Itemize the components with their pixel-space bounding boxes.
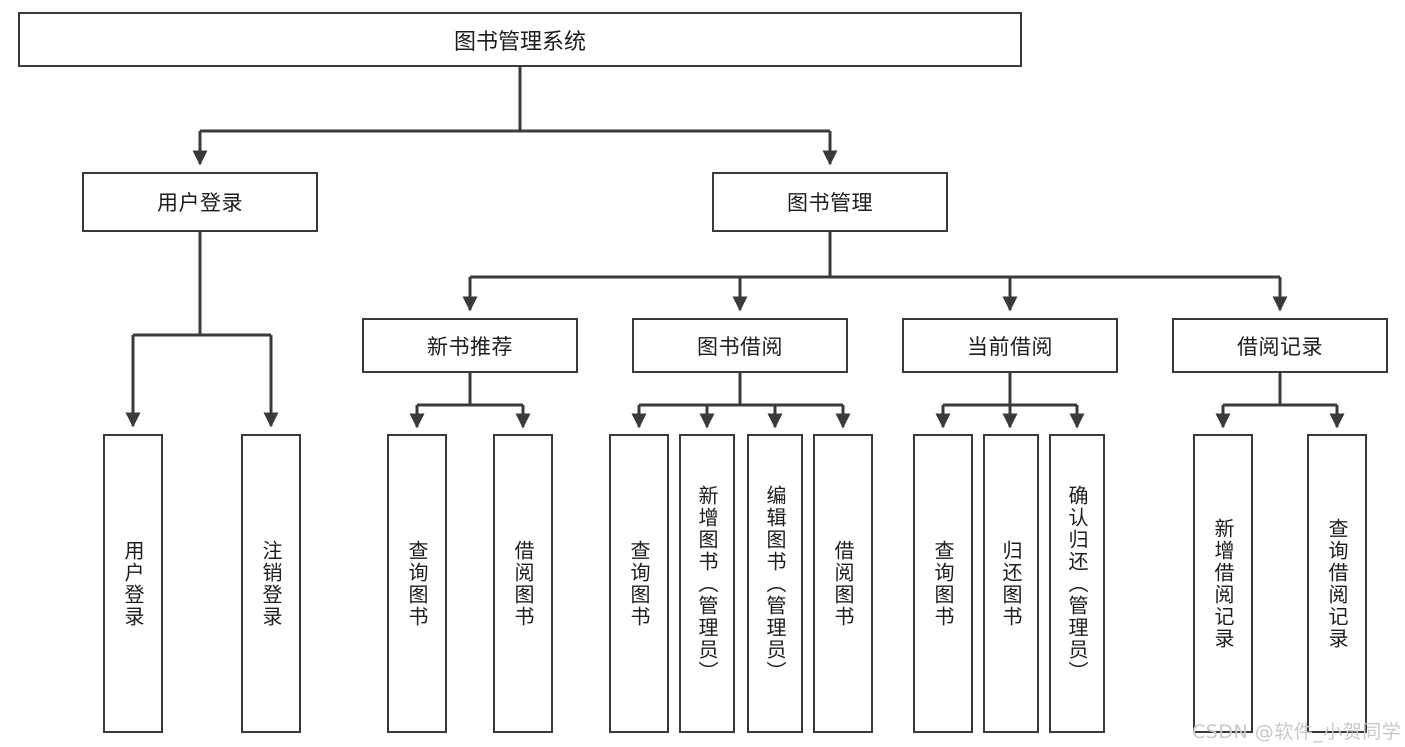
leaf-new-book-borrow-book[interactable]: 借阅图书 <box>493 434 553 733</box>
node-book-management[interactable]: 图书管理 <box>712 172 948 232</box>
node-label: 新增图书（管理员） <box>695 484 719 683</box>
node-label: 当前借阅 <box>967 334 1053 359</box>
leaf-user-login-login[interactable]: 用户登录 <box>103 434 163 733</box>
node-label: 查询借阅记录 <box>1325 517 1349 650</box>
node-label: 查询图书 <box>931 539 955 628</box>
leaf-current-borrow-query-book[interactable]: 查询图书 <box>913 434 973 733</box>
node-label: 图书管理系统 <box>453 29 586 55</box>
node-label: 用户登录 <box>121 539 145 628</box>
leaf-current-borrow-confirm-return-admin[interactable]: 确认归还（管理员） <box>1049 434 1105 733</box>
node-label: 借阅记录 <box>1237 334 1323 359</box>
leaf-new-book-query-book[interactable]: 查询图书 <box>387 434 447 733</box>
node-book-borrow[interactable]: 图书借阅 <box>632 318 848 373</box>
node-label: 借阅图书 <box>831 539 855 628</box>
node-label: 归还图书 <box>999 539 1023 628</box>
leaf-user-login-logout[interactable]: 注销登录 <box>241 434 301 733</box>
leaf-book-borrow-borrow-book[interactable]: 借阅图书 <box>813 434 873 733</box>
node-label: 查询图书 <box>405 539 429 628</box>
node-new-book-recommend[interactable]: 新书推荐 <box>362 318 578 373</box>
leaf-book-borrow-edit-book-admin[interactable]: 编辑图书（管理员） <box>747 434 803 733</box>
leaf-book-borrow-query-book[interactable]: 查询图书 <box>609 434 669 733</box>
node-label: 图书借阅 <box>697 334 783 359</box>
leaf-current-borrow-return-book[interactable]: 归还图书 <box>983 434 1039 733</box>
node-label: 确认归还（管理员） <box>1065 484 1089 683</box>
node-label: 借阅图书 <box>511 539 535 628</box>
node-label: 用户登录 <box>157 191 243 215</box>
node-label: 编辑图书（管理员） <box>763 484 787 683</box>
node-root-book-management-system[interactable]: 图书管理系统 <box>18 12 1022 67</box>
node-label: 新增借阅记录 <box>1211 517 1235 650</box>
node-label: 图书管理 <box>787 191 873 215</box>
leaf-borrow-record-add-record[interactable]: 新增借阅记录 <box>1193 434 1253 733</box>
node-label: 新书推荐 <box>427 334 513 359</box>
leaf-book-borrow-add-book-admin[interactable]: 新增图书（管理员） <box>679 434 735 733</box>
node-borrow-record[interactable]: 借阅记录 <box>1172 318 1388 373</box>
leaf-borrow-record-query-record[interactable]: 查询借阅记录 <box>1307 434 1367 733</box>
node-label: 查询图书 <box>627 539 651 628</box>
node-user-login[interactable]: 用户登录 <box>82 172 318 232</box>
node-current-borrow[interactable]: 当前借阅 <box>902 318 1118 373</box>
node-label: 注销登录 <box>259 539 283 628</box>
